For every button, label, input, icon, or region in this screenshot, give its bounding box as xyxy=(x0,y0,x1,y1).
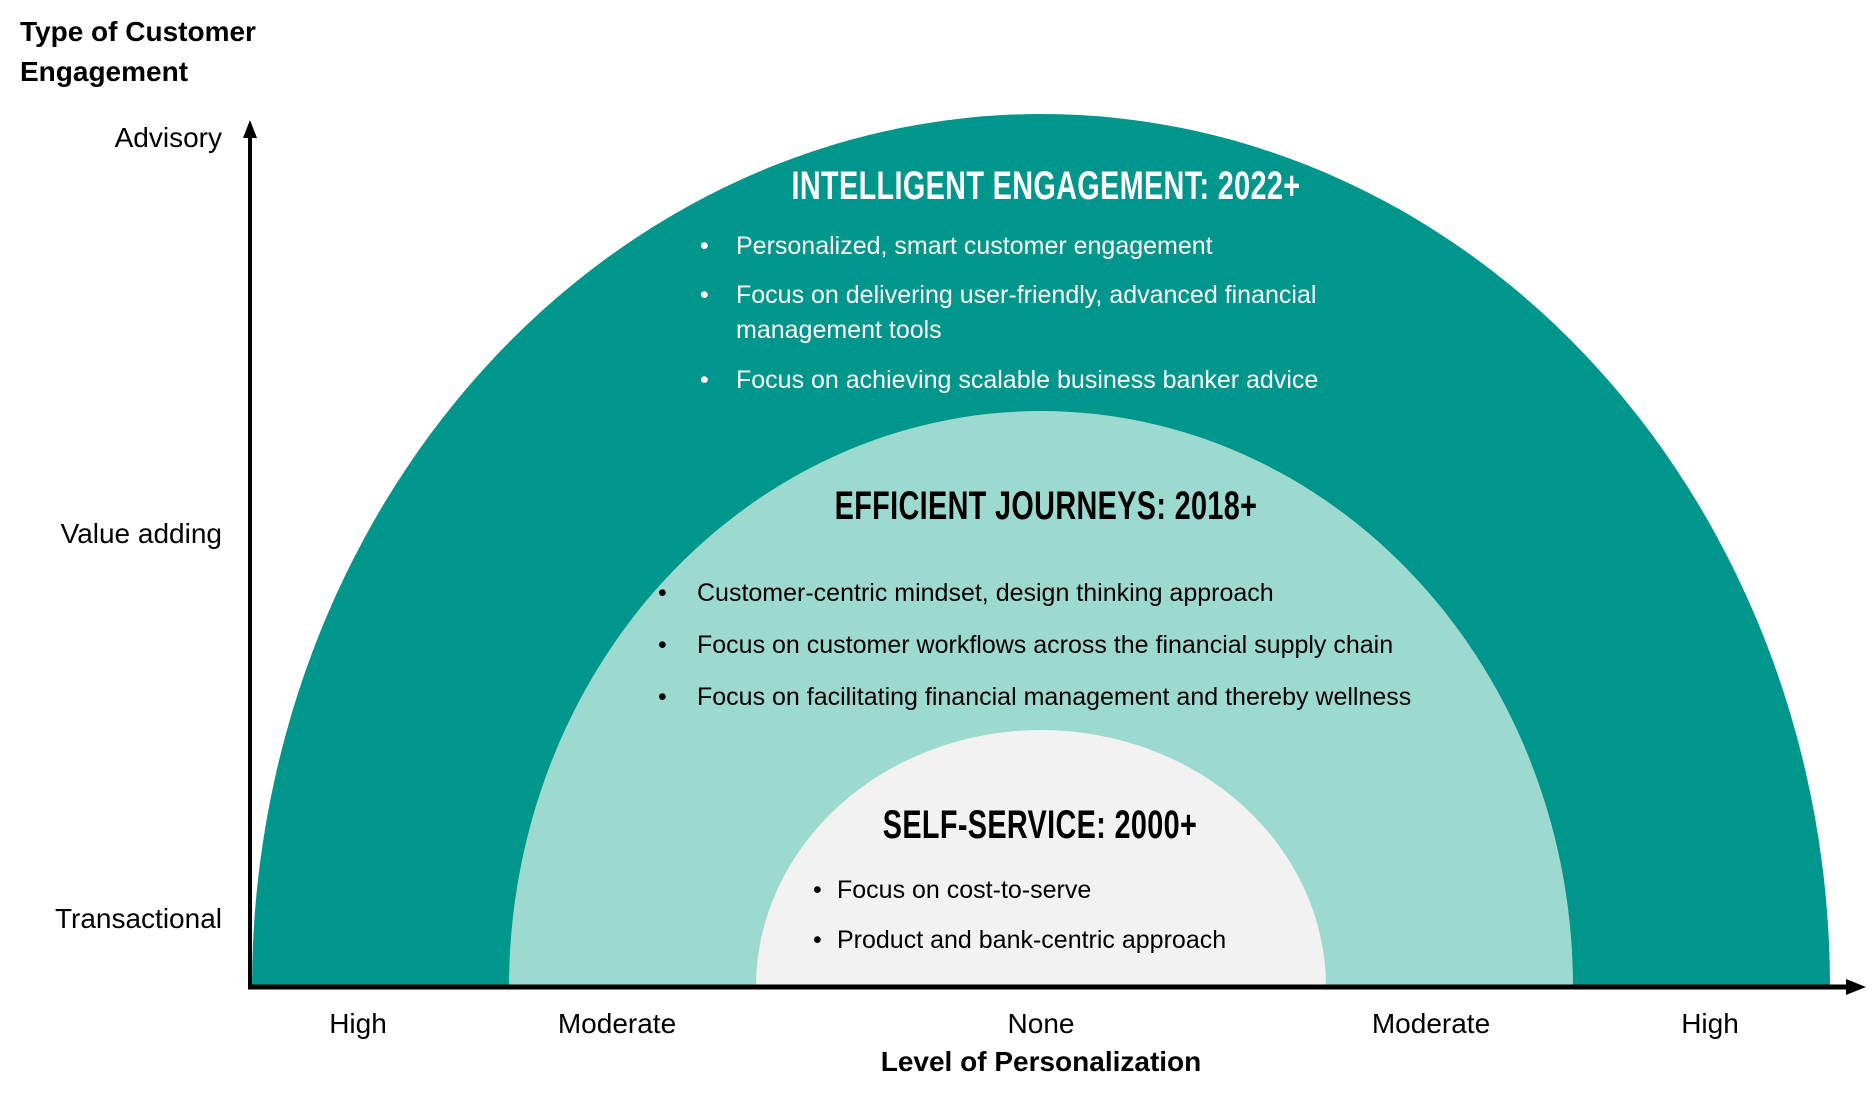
bullet-text: Personalized, smart customer engagement xyxy=(736,232,1213,260)
x-axis-arrow-icon xyxy=(1846,979,1866,995)
bullet-item: • Focus on facilitating financial managem… xyxy=(658,680,1412,714)
x-level-high-left: High xyxy=(329,1008,387,1039)
y-axis-arrow-icon xyxy=(243,120,257,138)
bullet-item: • Product and bank-centric approach xyxy=(813,923,1227,957)
bullet-item: • Focus on customer workflows across the … xyxy=(658,628,1394,662)
x-level-moderate-right: Moderate xyxy=(1371,1008,1491,1039)
bullet-text: Focus on delivering user-friendly, advan… xyxy=(736,281,1317,309)
y-level-transactional: Transactional xyxy=(54,903,222,934)
bullet-text: Focus on customer workflows across the f… xyxy=(697,631,1394,659)
bullet-icon: • xyxy=(658,631,667,659)
bullet-text: Focus on facilitating financial manageme… xyxy=(697,683,1412,711)
bullet-icon: • xyxy=(700,366,709,394)
stage-title-self-service: SELF-SERVICE: 2000+ xyxy=(882,803,1198,847)
x-axis-title: Level of Personalization xyxy=(880,1046,1202,1077)
bullet-icon: • xyxy=(658,579,667,607)
y-level-advisory: Advisory xyxy=(114,122,222,153)
bullet-item-continuation: management tools xyxy=(736,316,942,344)
stage-title-intelligent-engagement: INTELLIGENT ENGAGEMENT: 2022+ xyxy=(791,164,1301,208)
bullet-item: • Focus on delivering user-friendly, adva… xyxy=(700,278,1317,312)
y-level-value-adding: Value adding xyxy=(60,518,222,549)
stage-title-efficient-journeys: EFFICIENT JOURNEYS: 2018+ xyxy=(834,484,1258,528)
bullet-icon: • xyxy=(813,876,822,904)
bullet-item: • Focus on achieving scalable business ba… xyxy=(700,363,1319,397)
bullet-icon: • xyxy=(658,683,667,711)
middle-arc-efficient-journeys xyxy=(509,411,1573,987)
x-level-none: None xyxy=(1007,1008,1075,1039)
bullet-icon: • xyxy=(813,926,822,954)
bullet-icon: • xyxy=(700,232,709,260)
x-level-high-right: High xyxy=(1681,1008,1739,1039)
bullet-item: • Focus on cost-to-serve xyxy=(813,873,1092,907)
bullet-icon: • xyxy=(700,281,709,309)
bullet-item: • Customer-centric mindset, design thinki… xyxy=(658,576,1274,610)
bullet-item: • Personalized, smart customer engagement xyxy=(700,229,1213,263)
bullet-text: Focus on achieving scalable business ban… xyxy=(736,366,1319,394)
y-axis-title-line: Type of Customer xyxy=(20,16,256,47)
inner-arc-self-service xyxy=(756,730,1326,987)
bullet-text: Product and bank-centric approach xyxy=(837,926,1227,954)
y-axis-title-line: Engagement xyxy=(20,56,189,87)
bullet-text: Focus on cost-to-serve xyxy=(837,876,1092,904)
bullet-text: Customer-centric mindset, design thinkin… xyxy=(697,579,1274,607)
x-level-moderate-left: Moderate xyxy=(557,1008,677,1039)
